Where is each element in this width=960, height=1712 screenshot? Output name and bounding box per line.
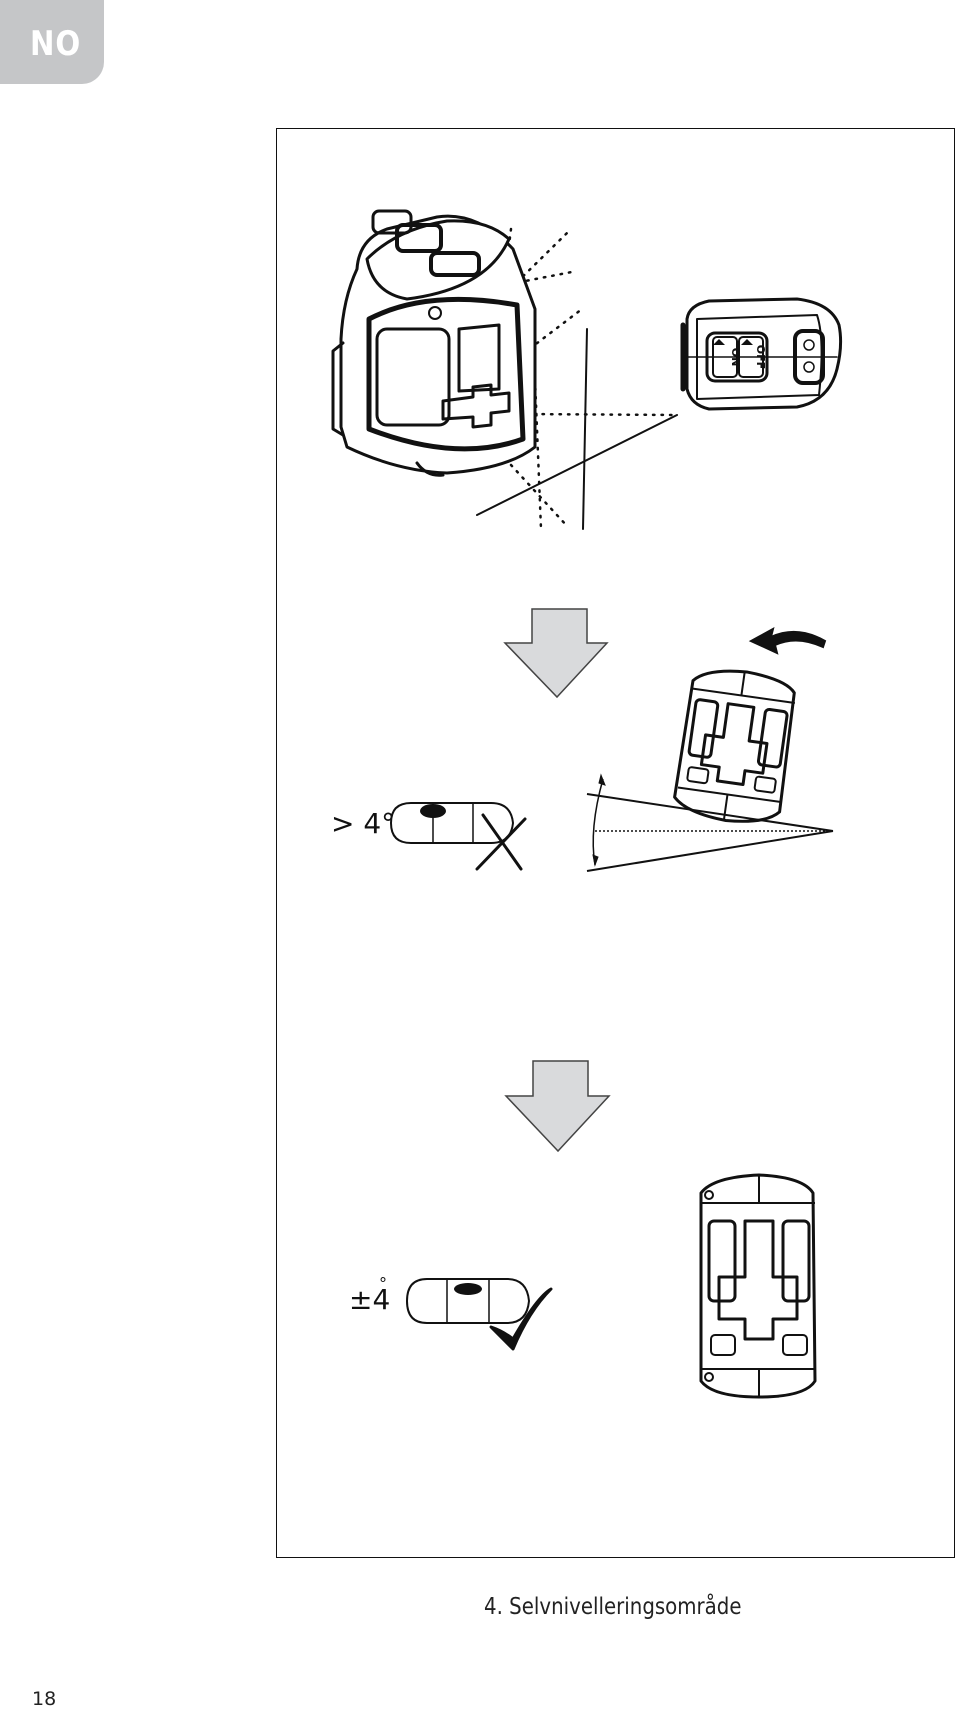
page-number: 18: [32, 1688, 57, 1710]
down-arrow-icon: [504, 1060, 611, 1153]
self-leveling-illustration: ON OFF > 4°: [331, 209, 843, 1399]
control-panel: ON OFF: [680, 297, 843, 411]
language-tab: NO: [0, 0, 104, 84]
laser-device-3d: [331, 209, 679, 531]
tilt-angle-diagram: [586, 773, 834, 872]
down-arrow-icon: [503, 608, 609, 699]
rotate-arrow-icon: [748, 627, 827, 655]
tilt-out-of-range-label: > 4°: [331, 807, 395, 840]
level-vial-leveled: [405, 1278, 531, 1324]
off-button-label: OFF: [754, 345, 767, 369]
cross-mark-icon: [475, 813, 527, 871]
check-mark-icon: [489, 1287, 553, 1351]
level-in-range-label: ±4: [349, 1283, 390, 1316]
illustration-frame: ON OFF > 4°: [276, 128, 955, 1558]
level-device: [699, 1173, 817, 1399]
level-degree-sign: °: [379, 1274, 387, 1293]
figure-caption: 4. Selvnivelleringsområde: [484, 1594, 742, 1620]
level-vial-tilted: [389, 802, 515, 844]
tilted-device: [673, 669, 796, 823]
on-button-label: ON: [729, 348, 742, 367]
language-tab-label: NO: [30, 24, 82, 64]
